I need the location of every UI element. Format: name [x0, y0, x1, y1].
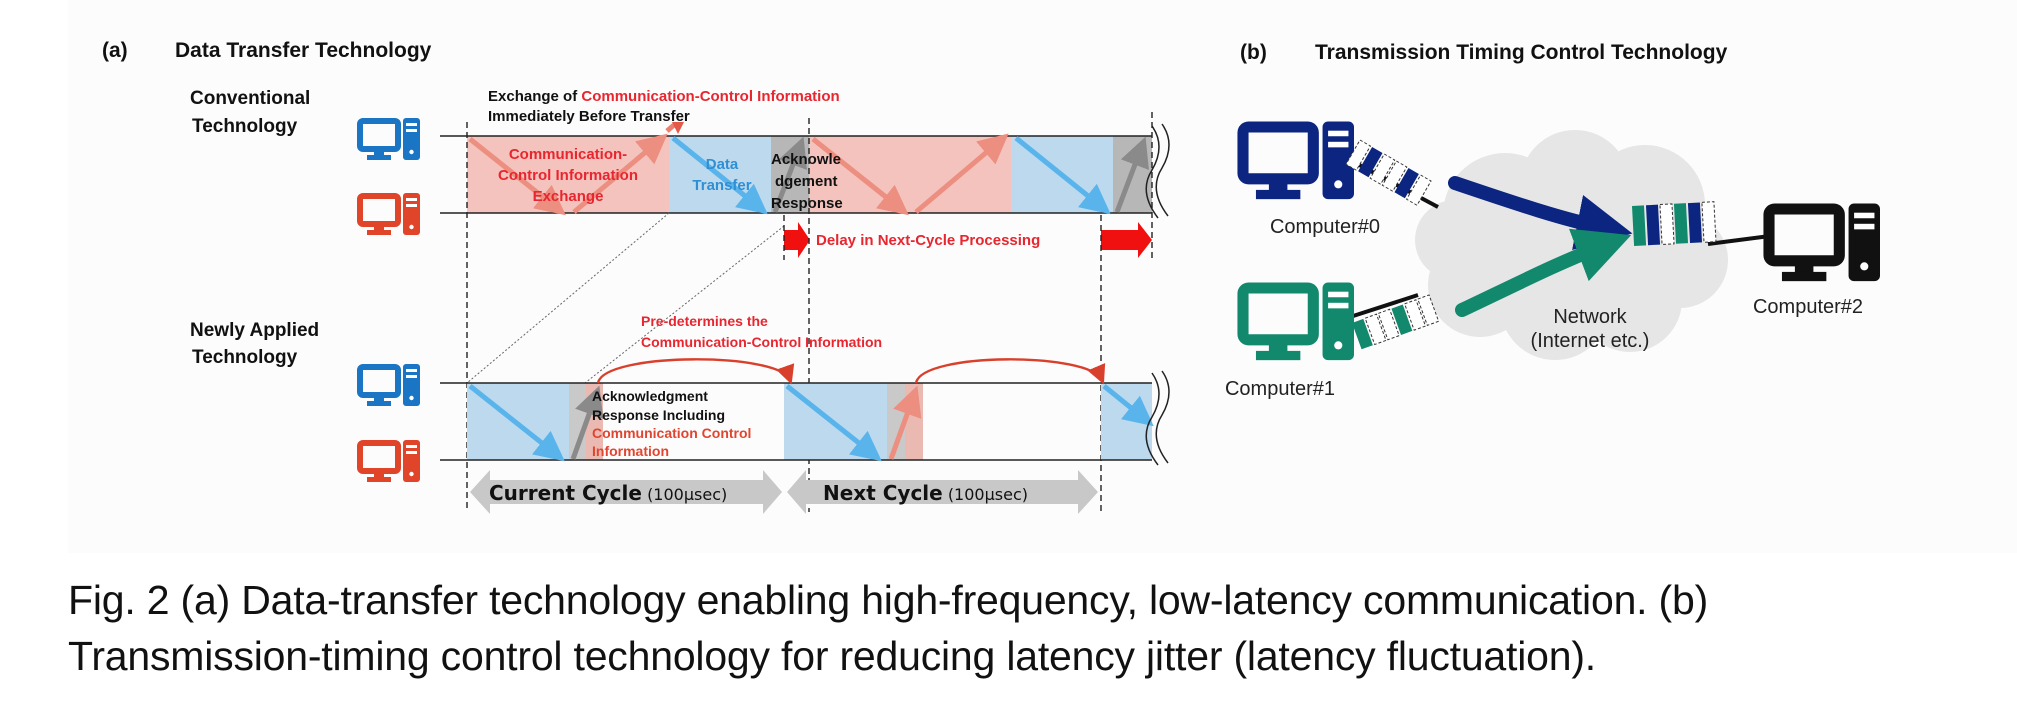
- packet-queue-computer0: [1345, 139, 1432, 206]
- newly-applied-label-line1: Newly Applied: [190, 320, 319, 341]
- ack-arrow-1: [772, 136, 807, 213]
- predetermine-label-2: Communication-Control Information: [641, 334, 882, 350]
- computer1-label: Computer#1: [1225, 378, 1335, 400]
- phase-ack-label-3: Response: [771, 195, 843, 212]
- exchange-arrow-up-2: [914, 133, 1009, 214]
- data-arrow-2: [1014, 136, 1111, 215]
- new-ack-arrow-1: [570, 385, 604, 460]
- ack-arrow-2: [1114, 136, 1149, 213]
- exchange-arrow-head-small: [672, 122, 684, 134]
- conventional-label-line1: Conventional: [190, 88, 310, 109]
- exchange-arrow-down-1: [468, 137, 566, 216]
- delay-label: Delay in Next-Cycle Processing: [816, 232, 1040, 249]
- network-label-line1: Network: [1553, 306, 1627, 328]
- break-mark-new: [1145, 370, 1170, 466]
- computer0-label: Computer#0: [1270, 216, 1380, 238]
- next-cycle-label: Next Cycle (100μsec): [823, 481, 1028, 505]
- new-ack-arrow-2: [888, 385, 922, 460]
- caption-line-2: Transmission-timing control technology f…: [68, 633, 1596, 679]
- exchange-arrow-down-2: [811, 137, 909, 216]
- newly-applied-label-line2: Technology: [192, 347, 298, 368]
- current-cycle-arrow: [470, 470, 782, 514]
- next-cycle-arrow: [787, 470, 1098, 514]
- packet-queue-merged: [1632, 201, 1717, 246]
- delay-arrow-2: [1101, 222, 1152, 258]
- conventional-label-line2: Technology: [192, 116, 298, 137]
- exchange-arrow-tick: [665, 123, 676, 133]
- phase-exchange-label-1: Communication-: [509, 146, 627, 163]
- panel-b: (b) Transmission Timing Control Technolo…: [1225, 41, 1880, 400]
- ack-including-line4: Information: [592, 443, 669, 459]
- note-exchange-before-transfer: Exchange of Communication-Control Inform…: [488, 88, 840, 105]
- caption-line-1: Fig. 2 (a) Data-transfer technology enab…: [68, 577, 1709, 623]
- panel-a: (a) Data Transfer Technology Conventiona…: [102, 39, 1170, 514]
- panel-b-title: Transmission Timing Control Technology: [1315, 41, 1728, 64]
- phase-exchange-label-2: Control Information: [498, 167, 638, 184]
- predetermine-arrow-1: [596, 358, 795, 385]
- phase-exchange-label-3: Exchange: [533, 188, 604, 205]
- link-computer2: [1707, 234, 1771, 246]
- new-data-arrow-1: [468, 384, 565, 462]
- flow-arrow-computer0: [1448, 176, 1633, 250]
- packet-queue-computer1: [1352, 294, 1440, 350]
- ack-including-line3: Communication Control: [592, 425, 751, 441]
- new-ack-fill-2-pink: [905, 383, 923, 460]
- phase-ack-label-1: Acknowle: [771, 151, 841, 168]
- data-arrow-1: [671, 136, 768, 215]
- predetermine-label-1: Pre-determines the: [641, 313, 768, 329]
- ack-including-line2: Response Including: [592, 407, 725, 423]
- ack-including-line1: Acknowledgment: [592, 388, 708, 404]
- link-computer1: [1349, 293, 1419, 319]
- phase-ack-label-2: dgement: [775, 173, 838, 190]
- mapping-line-1: [466, 212, 670, 384]
- current-cycle-label: Current Cycle (100μsec): [489, 481, 727, 505]
- phase-data-label-1: Data: [706, 156, 739, 173]
- network-label-line2: (Internet etc.): [1531, 330, 1650, 352]
- exchange-arrow-up-1: [572, 133, 668, 214]
- note-exchange-line2: Immediately Before Transfer: [488, 108, 690, 125]
- new-data-arrow-2: [785, 384, 882, 462]
- panel-a-letter: (a): [102, 39, 128, 62]
- flow-arrow-computer1: [1455, 228, 1632, 317]
- break-mark-conventional: [1145, 123, 1170, 219]
- panel-a-title: Data Transfer Technology: [175, 39, 432, 62]
- computer2-label: Computer#2: [1753, 296, 1863, 318]
- figure-caption: Fig. 2 (a) Data-transfer technology enab…: [68, 572, 1968, 684]
- panel-b-letter: (b): [1240, 41, 1267, 64]
- new-data-arrow-3: [1102, 384, 1154, 427]
- delay-arrow-1: [784, 222, 810, 258]
- phase-data-label-2: Transfer: [692, 177, 751, 194]
- predetermine-arrow-2: [914, 358, 1106, 385]
